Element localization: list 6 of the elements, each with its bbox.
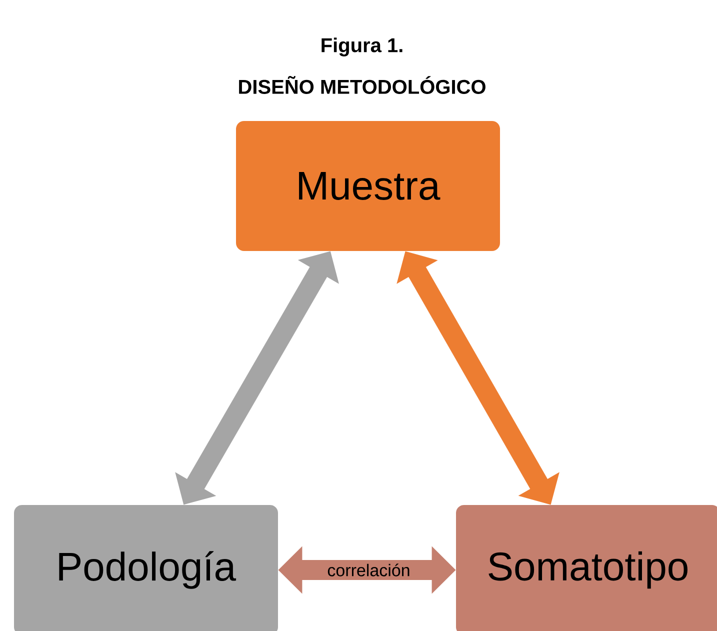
figure-number: Figura 1.: [322, 38, 402, 56]
process-box: Muestra: [236, 121, 500, 251]
process-box: Podología: [14, 504, 278, 631]
edge-label: correlación: [326, 562, 412, 578]
title: DISEÑO METODOLÓGICO: [239, 76, 486, 94]
process-box: Somatotipo: [456, 504, 717, 631]
